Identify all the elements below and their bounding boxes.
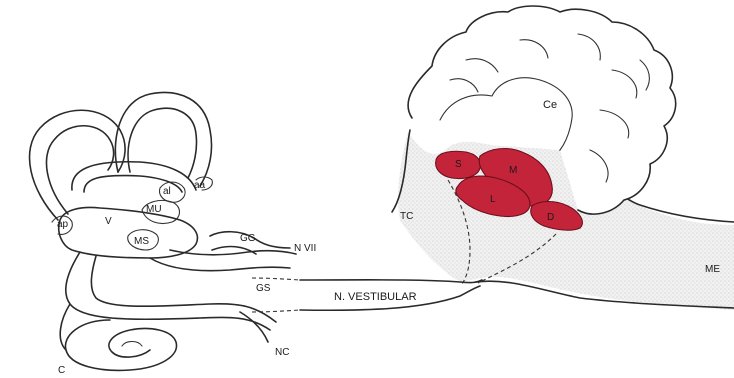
label-s: S [455,159,462,170]
label-tc: TC [400,211,413,222]
label-gs: GS [256,283,271,294]
label-n-vestibular: N. VESTIBULAR [334,291,417,303]
label-nc: NC [275,347,289,358]
label-v: V [105,216,112,227]
label-ce: Ce [543,99,557,111]
label-n-vii: N VII [294,243,316,254]
label-aa: aa [194,180,206,191]
label-d: D [547,212,554,223]
label-me: ME [705,264,720,275]
label-l: L [490,194,496,205]
label-ap: ap [57,219,69,230]
label-gg: GG [240,233,256,244]
label-ms: MS [134,236,149,247]
label-mu: MU [146,204,162,215]
inner-ear-labyrinth [30,93,296,371]
label-m: M [509,165,517,176]
label-al: al [163,186,171,197]
label-c: C [58,365,65,376]
